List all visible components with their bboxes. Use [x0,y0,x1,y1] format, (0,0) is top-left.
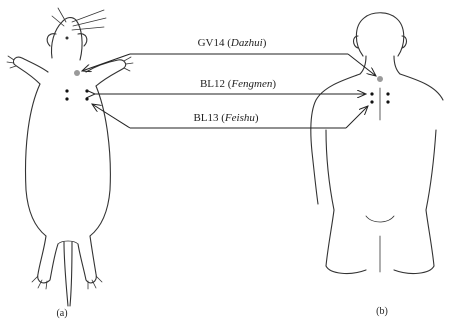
rat-gv14-point [74,70,80,76]
rat-bl13-points [65,97,88,100]
rat-bl12-points [65,89,88,92]
bl12-label: BL12 (Fengmen) [200,78,276,90]
panel-a-label: (a) [56,308,67,319]
panel-b-label: (b) [376,306,388,317]
bl13-label: BL13 (Feishu) [193,112,258,124]
human-back-illustration [311,13,443,274]
human-gv14-point [377,76,383,82]
gv14-label: GV14 (Dazhui) [198,37,267,49]
rat-illustration [7,8,133,306]
